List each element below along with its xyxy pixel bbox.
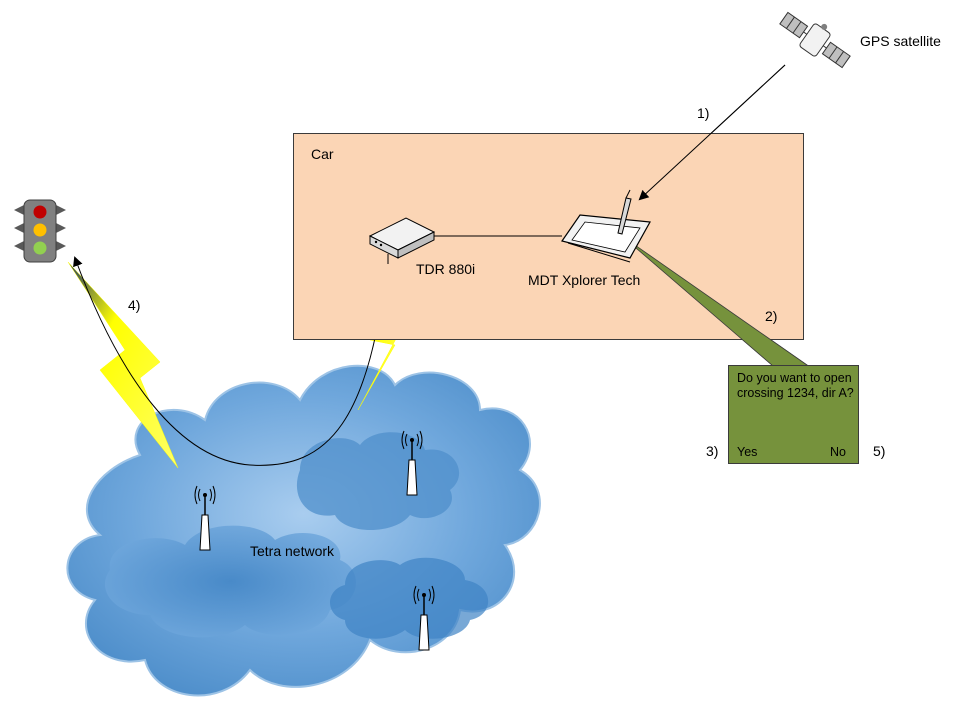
antenna-mast-icon xyxy=(401,430,423,496)
antenna-mast-icon xyxy=(413,585,435,651)
step-2-label: 2) xyxy=(765,308,778,324)
step-4-label: 4) xyxy=(128,297,141,313)
tablet-icon xyxy=(561,189,651,263)
step-1-label: 1) xyxy=(697,105,710,121)
step-3-label: 3) xyxy=(706,443,719,459)
dialog-yes-option[interactable]: Yes xyxy=(737,445,758,459)
dialog-no-option[interactable]: No xyxy=(830,445,846,459)
mdt-label: MDT Xplorer Tech xyxy=(528,272,641,288)
car-label: Car xyxy=(311,146,334,162)
step-5-label: 5) xyxy=(873,443,886,459)
confirmation-dialog: Do you want to open crossing 1234, dir A… xyxy=(728,365,859,464)
radio-terminal-icon xyxy=(368,217,436,264)
traffic-light-icon xyxy=(14,199,66,263)
satellite-icon xyxy=(779,11,851,69)
dialog-question: Do you want to open crossing 1234, dir A… xyxy=(737,371,854,400)
tetra-network-label: Tetra network xyxy=(250,543,335,559)
antenna-mast-icon xyxy=(194,485,216,551)
tetra-cloud xyxy=(66,364,541,697)
lightning-bolt-left xyxy=(67,261,179,469)
network-to-light-arrow xyxy=(73,254,389,466)
tdr-label: TDR 880i xyxy=(416,261,476,277)
gps-satellite-label: GPS satellite xyxy=(860,33,941,49)
